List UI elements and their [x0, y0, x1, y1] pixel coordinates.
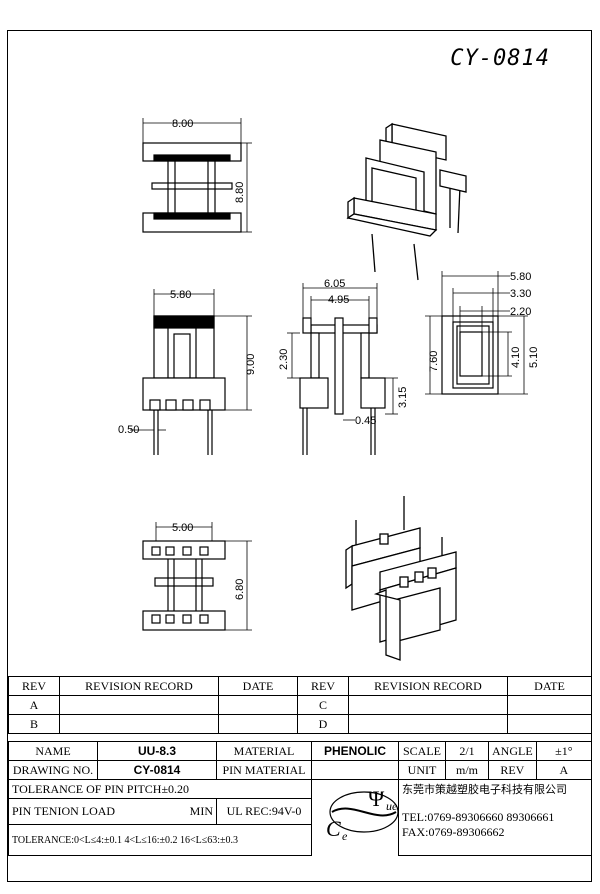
- drawing-number-title: CY-0814: [450, 46, 550, 71]
- dim-top-height: 8.80: [234, 182, 246, 203]
- dim-end-w1: 5.80: [510, 271, 531, 283]
- tel: TEL:0769-89306660 89306661: [398, 798, 592, 825]
- rev-header: REV: [297, 676, 349, 696]
- dim-front-height: 9.00: [245, 354, 257, 375]
- dim-side-inner: 4.95: [328, 294, 349, 306]
- title-block: NAME UU-8.3 MATERIAL PHENOLIC SCALE 2/1 …: [8, 741, 593, 856]
- material-value: PHENOLIC: [311, 741, 399, 761]
- revision-table: REV REVISION RECORD DATE REV REVISION RE…: [8, 676, 592, 734]
- svg-text:Ψ: Ψ: [368, 786, 385, 811]
- dim-end-h3: 5.10: [528, 347, 540, 368]
- angle-value: ±1°: [535, 741, 593, 761]
- svg-text:e: e: [342, 829, 348, 842]
- dim-bottom-width: 5.00: [172, 522, 193, 534]
- rev-row-c: C: [297, 695, 349, 715]
- dim-side-h2: 3.15: [397, 387, 409, 408]
- rev-value: A: [535, 760, 593, 780]
- date-header: DATE: [218, 676, 298, 696]
- iso-view-bottom: [345, 496, 457, 661]
- dim-end-w2: 3.30: [510, 288, 531, 300]
- rev-row-d: D: [297, 714, 349, 734]
- bottom-view: 5.00 6.80: [142, 522, 252, 631]
- revision-record-header: REVISION RECORD: [59, 676, 219, 696]
- pin-tension-text: PIN TENION LOAD: [12, 804, 116, 818]
- front-view: 5.80 9.00 0.50: [118, 289, 257, 455]
- dim-top-width: 8.00: [172, 118, 193, 130]
- scale-value: 2/1: [445, 741, 489, 761]
- company-logo: C e Ψ ue: [326, 786, 399, 842]
- rev-label: REV: [488, 760, 537, 780]
- unit-label: UNIT: [398, 760, 446, 780]
- svg-text:ue: ue: [386, 799, 398, 813]
- rev-row-a: A: [8, 695, 60, 715]
- pin-tension-label: PIN TENION LOAD MIN: [8, 798, 217, 825]
- top-view: 8.00 8.80: [142, 118, 252, 233]
- name-value: UU-8.3: [97, 741, 217, 761]
- pin-tension-unit: MIN: [189, 804, 213, 818]
- revision-record-header: REVISION RECORD: [348, 676, 508, 696]
- dim-end-h2: 4.10: [510, 347, 522, 368]
- unit-value: m/m: [445, 760, 489, 780]
- svg-text:C: C: [326, 816, 341, 841]
- dim-side-outer: 6.05: [324, 278, 345, 290]
- dim-front-width: 5.80: [170, 289, 191, 301]
- dim-side-h1: 2.30: [278, 349, 290, 370]
- technical-drawing: 8.00 8.80: [118, 118, 540, 661]
- drawing-frame: [7, 30, 592, 882]
- dim-end-h1: 7.60: [428, 351, 440, 372]
- rev-row-b: B: [8, 714, 60, 734]
- side-view: 6.05 4.95 2.30 3.15 0.45: [278, 278, 409, 455]
- dim-pin-diameter: 0.50: [118, 424, 139, 436]
- iso-view-top: [346, 122, 467, 281]
- drawing-no-label: DRAWING NO.: [8, 760, 98, 780]
- end-view: 5.80 3.30 2.20 7.60 4.10 5.10: [425, 271, 540, 395]
- tolerance-note: TOLERANCE:0<L≤4:±0.1 4<L≤16:±0.2 16<L≤63…: [8, 824, 312, 856]
- pin-material-label: PIN MATERIAL: [216, 760, 312, 780]
- dim-bottom-height: 6.80: [234, 579, 246, 600]
- material-label: MATERIAL: [216, 741, 312, 761]
- tolerance-pitch: TOLERANCE OF PIN PITCH±0.20: [8, 779, 312, 799]
- dim-end-w3: 2.20: [510, 306, 531, 318]
- rev-header: REV: [8, 676, 60, 696]
- angle-label: ANGLE: [488, 741, 537, 761]
- date-header: DATE: [507, 676, 592, 696]
- scale-label: SCALE: [398, 741, 446, 761]
- drawing-no-value: CY-0814: [97, 760, 217, 780]
- fax: FAX:0769-89306662: [398, 824, 592, 856]
- company-name: 东莞市策越塑胶电子科技有限公司: [398, 779, 592, 799]
- dim-side-pin: 0.45: [355, 415, 376, 427]
- ul-rec: UL REC:94V-0: [216, 798, 312, 825]
- name-label: NAME: [8, 741, 98, 761]
